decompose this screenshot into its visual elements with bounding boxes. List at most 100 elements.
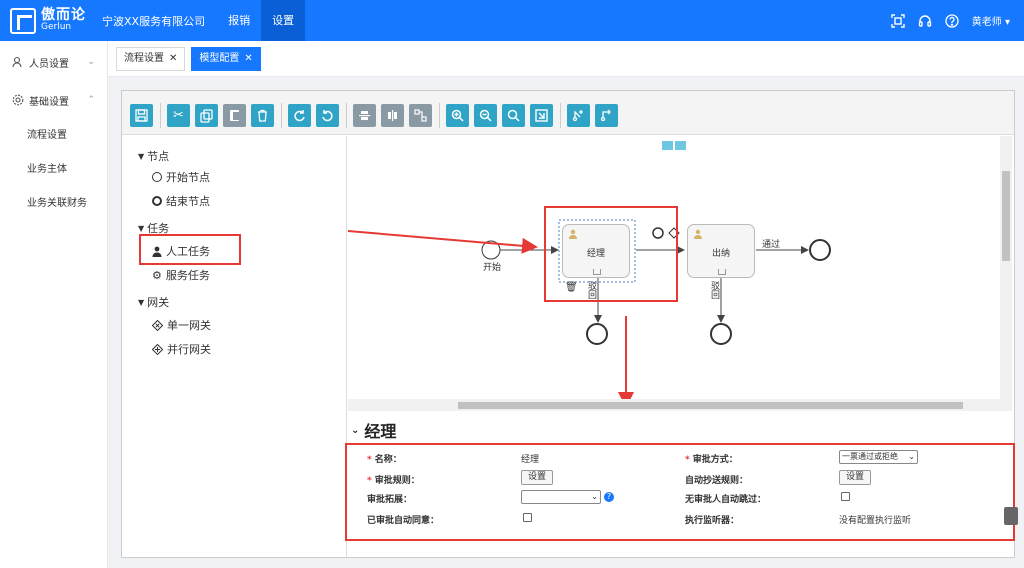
properties-panel: *名称： 经理 *审批方式： 一票通过或拒绝⌄ *审批规则： 设置 自动抄送规则…: [351, 444, 1015, 556]
caret-down-icon: ▼: [138, 223, 145, 233]
palette-service-task[interactable]: ⚙ 服务任务: [152, 268, 210, 283]
auto-cc-label: 自动抄送规则：: [685, 476, 749, 486]
headset-icon[interactable]: [918, 14, 932, 28]
save-icon[interactable]: [130, 104, 153, 127]
sidebar: 人员设置 ⌄ 基础设置 ⌃ 流程设置 业务主体 业务关联财务: [0, 41, 108, 568]
chevron-down-icon: ⌄: [351, 424, 360, 436]
align-vertical-icon[interactable]: [353, 104, 376, 127]
approve-mode-select[interactable]: 一票通过或拒绝⌄: [839, 450, 918, 464]
user-icon: [152, 246, 162, 257]
approve-rule-button[interactable]: 设置: [521, 470, 554, 485]
close-icon[interactable]: ✕: [169, 52, 178, 64]
fit-icon[interactable]: [530, 104, 553, 127]
help-icon[interactable]: [945, 13, 959, 28]
exclusive-gateway-icon: [152, 319, 163, 331]
palette-group-nodes[interactable]: ▼节点: [138, 150, 170, 163]
task-cashier[interactable]: 出纳: [687, 224, 755, 278]
edit-flow-icon[interactable]: [595, 104, 618, 127]
horizontal-scrollbar[interactable]: [348, 399, 1012, 411]
diagram-svg: [348, 141, 831, 408]
auto-agree-checkbox[interactable]: [523, 513, 532, 522]
caret-down-icon: ▼: [138, 297, 145, 307]
chevron-down-icon: ⌄: [908, 452, 915, 461]
diagram-canvas[interactable]: 开始 经理 出纳 通过 驳回 驳回 🗑: [348, 136, 1012, 411]
copy-icon[interactable]: [195, 104, 218, 127]
collapse-handle[interactable]: [1004, 507, 1018, 525]
name-value: 经理: [521, 455, 540, 465]
tab-bar: 流程设置 ✕ 模型配置 ✕: [108, 41, 1024, 77]
palette-user-task[interactable]: 人工任务: [152, 243, 210, 259]
top-header: 傲而论 Gerlun 宁波XX服务有限公司 报销 设置 黄老师 ▾: [0, 0, 1024, 41]
tab-model[interactable]: 模型配置 ✕: [191, 46, 261, 71]
gear-icon: ⚙: [152, 268, 162, 282]
flow-reject-label-1: 驳回: [586, 281, 596, 299]
add-flow-icon[interactable]: [567, 104, 590, 127]
properties-title[interactable]: ⌄ 经理: [351, 422, 397, 441]
user-name[interactable]: 黄老师 ▾: [971, 17, 1010, 28]
route-icon[interactable]: [409, 104, 432, 127]
no-approver-label: 无审批人自动跳过：: [685, 495, 767, 505]
chevron-down-icon: ⌄: [87, 57, 95, 67]
redo-icon[interactable]: [288, 104, 311, 127]
approve-mode-label: *审批方式：: [685, 455, 738, 465]
delete-icon[interactable]: [251, 104, 274, 127]
flow-reject-label-2: 驳回: [709, 281, 719, 299]
tab-process[interactable]: 流程设置 ✕: [116, 46, 186, 71]
sidebar-item-finance[interactable]: 业务关联财务: [27, 198, 87, 209]
no-approver-checkbox[interactable]: [841, 492, 850, 501]
sidebar-item-people[interactable]: 人员设置 ⌄: [0, 43, 107, 81]
reject-end-event-1: [586, 323, 608, 345]
start-label: 开始: [483, 263, 502, 273]
end-circle-icon: [152, 196, 162, 206]
listener-label: 执行监听器：: [685, 516, 740, 526]
chevron-up-icon: ⌃: [87, 95, 95, 105]
palette-end-node[interactable]: 结束节点: [152, 193, 210, 209]
align-horizontal-icon[interactable]: [381, 104, 404, 127]
user-task-icon: [568, 229, 578, 239]
selection-box: [558, 219, 636, 283]
node-palette: ▼节点 开始节点 结束节点 ▼任务 人工任务 ⚙ 服务任务 ▼网关 单一网关 并…: [122, 136, 347, 557]
zoom-out-icon[interactable]: [474, 104, 497, 127]
paste-icon[interactable]: [223, 104, 246, 127]
sidebar-item-entity[interactable]: 业务主体: [27, 164, 67, 175]
sidebar-item-basic[interactable]: 基础设置 ⌃: [0, 81, 107, 119]
zoom-in-icon[interactable]: [446, 104, 469, 127]
palette-start-node[interactable]: 开始节点: [152, 169, 210, 185]
cut-icon[interactable]: ✂: [167, 104, 190, 127]
palette-group-tasks[interactable]: ▼任务: [138, 222, 170, 235]
annotation-arrow-1: [348, 230, 538, 254]
palette-parallel-gateway[interactable]: 并行网关: [152, 341, 211, 357]
name-label: *名称：: [367, 455, 402, 465]
end-event: [809, 239, 831, 261]
user-task-icon: [693, 229, 703, 239]
vertical-scrollbar[interactable]: [1000, 136, 1012, 401]
auto-cc-button[interactable]: 设置: [839, 470, 872, 485]
expand-down-icon: [662, 141, 673, 150]
palette-group-gateways[interactable]: ▼网关: [138, 296, 170, 309]
caret-down-icon: ▼: [138, 151, 145, 161]
task-manager[interactable]: 经理: [562, 224, 630, 278]
expand-label: 审批拓展：: [367, 495, 413, 505]
flow-pass-label: 通过: [762, 240, 781, 250]
chevron-down-icon: ⌄: [591, 492, 598, 501]
context-gateway-icon: [668, 227, 680, 239]
close-icon[interactable]: ✕: [244, 52, 253, 64]
editor-toolbar: ✂: [122, 91, 1014, 135]
help-icon[interactable]: ?: [604, 492, 614, 502]
palette-exclusive-gateway[interactable]: 单一网关: [152, 317, 211, 333]
trash-icon[interactable]: 🗑: [565, 282, 578, 293]
company-name[interactable]: 宁波XX服务有限公司: [102, 14, 206, 28]
gear-icon: [12, 94, 24, 106]
multi-instance-icon: [593, 269, 601, 275]
auto-agree-label: 已审批自动同意：: [367, 516, 440, 526]
undo-icon[interactable]: [316, 104, 339, 127]
multi-instance-icon: [718, 269, 726, 275]
nav-reimburse[interactable]: 报销: [228, 14, 251, 27]
circle-icon: [152, 172, 162, 182]
caret-down-icon: ▾: [1004, 17, 1010, 28]
expand-select[interactable]: ⌄: [521, 490, 601, 504]
nav-settings[interactable]: 设置: [261, 0, 306, 41]
zoom-reset-icon[interactable]: [502, 104, 525, 127]
sidebar-item-process[interactable]: 流程设置: [27, 130, 67, 141]
scan-icon[interactable]: [891, 13, 905, 28]
